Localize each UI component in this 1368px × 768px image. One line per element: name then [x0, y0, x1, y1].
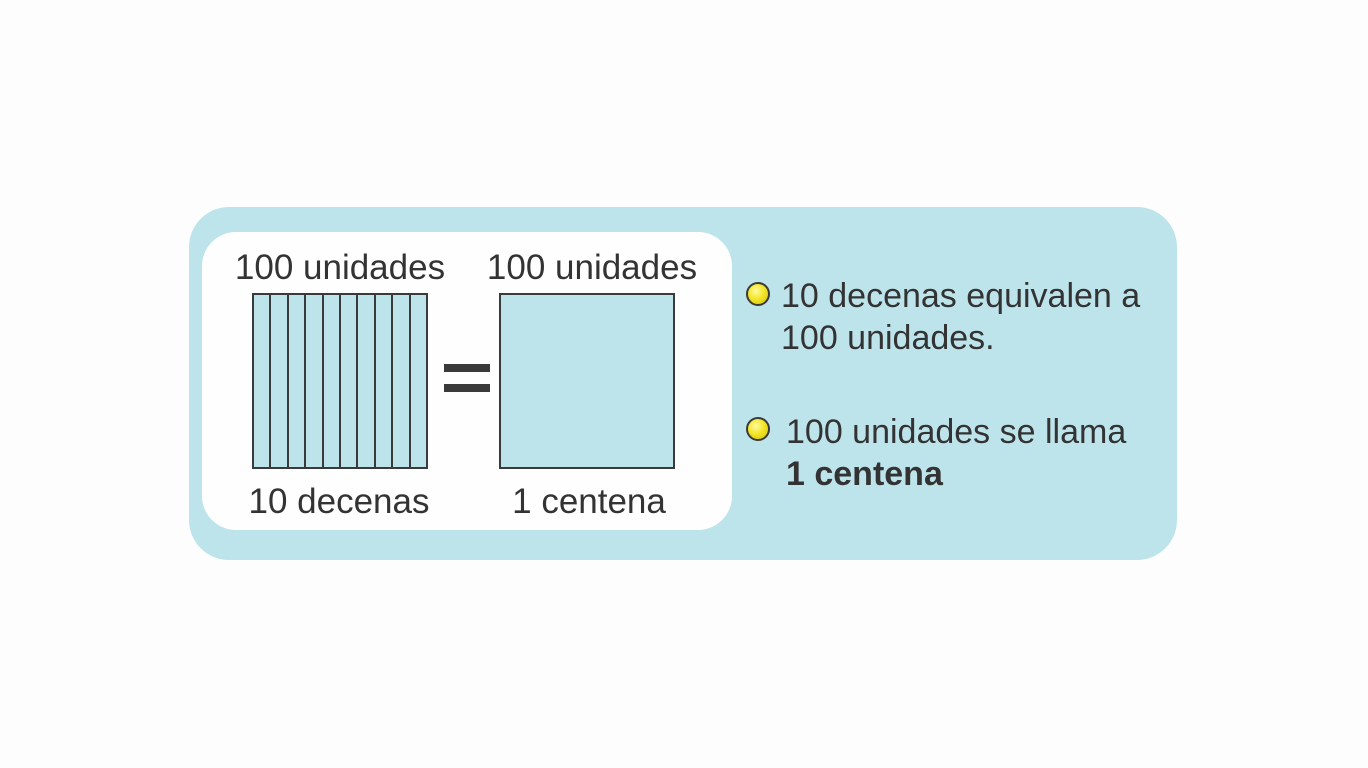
ten-rod — [254, 295, 272, 467]
ten-rod — [324, 295, 342, 467]
ten-rod — [358, 295, 376, 467]
ten-rods-block — [252, 293, 428, 469]
info-card: 100 unidades 100 unidades 10 decenas 1 c… — [189, 207, 1177, 560]
ten-rod — [271, 295, 289, 467]
flat-top-label: 100 unidades — [486, 248, 698, 287]
note-decenas-line2: 100 unidades. — [781, 319, 995, 357]
yellow-bullet-icon — [746, 282, 770, 306]
note-decenas-line1: 10 decenas equivalen a — [781, 277, 1141, 315]
ten-rod — [393, 295, 411, 467]
flat-bottom-label: 1 centena — [512, 482, 666, 521]
rods-bottom-label: 10 decenas — [248, 482, 430, 521]
note-decenas: 10 decenas equivalen a 100 unidades. — [781, 275, 1140, 359]
ten-rod — [341, 295, 359, 467]
yellow-bullet-icon — [746, 417, 770, 441]
note-centena: 100 unidades se llama 1 centena — [786, 411, 1126, 495]
equals-bar-bottom — [444, 384, 490, 392]
ten-rod — [306, 295, 324, 467]
base-ten-diagram-panel: 100 unidades 100 unidades 10 decenas 1 c… — [202, 232, 732, 530]
ten-rod — [411, 295, 426, 467]
hundred-flat-block — [499, 293, 675, 469]
ten-rod — [376, 295, 394, 467]
note-centena-strong: 1 centena — [786, 455, 943, 493]
equals-bar-top — [444, 364, 490, 372]
rods-top-label: 100 unidades — [234, 248, 446, 287]
ten-rod — [289, 295, 307, 467]
equals-sign — [444, 360, 490, 396]
note-centena-line1: 100 unidades se llama — [786, 413, 1127, 451]
